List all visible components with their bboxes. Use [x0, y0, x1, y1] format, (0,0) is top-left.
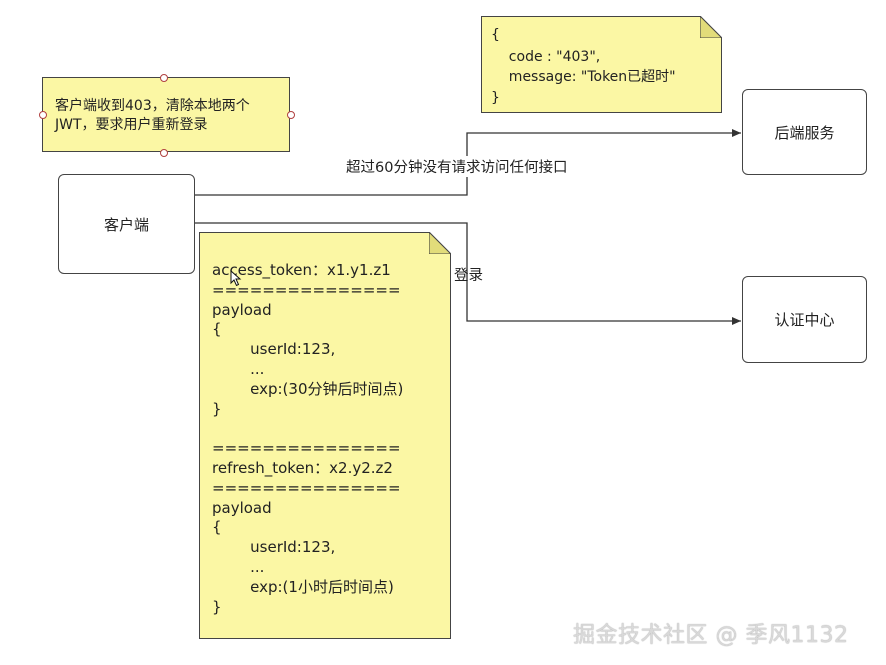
node-label: 后端服务	[774, 123, 835, 142]
token-line: payload	[212, 300, 272, 319]
node-backend[interactable]: 后端服务	[742, 89, 867, 175]
note-line: code : "403",	[491, 49, 601, 65]
token-line: ===============	[212, 280, 401, 299]
token-line: userId:123,	[212, 340, 336, 359]
token-line: ...	[212, 360, 265, 378]
note-tokens: access_token：x1.y1.z1===============payl…	[199, 232, 451, 639]
node-label: 认证中心	[774, 311, 835, 329]
note-fold-icon	[700, 16, 722, 38]
token-line: access_token：x1.y1.z1	[212, 261, 391, 279]
node-label: 客户端	[103, 215, 149, 234]
note-line: 客户端收到403，清除本地两个	[55, 98, 250, 114]
note-error-response: { code : "403", message: "Token已超时" }	[481, 16, 722, 113]
token-line: exp:(30分钟后时间点)	[212, 379, 404, 398]
token-line: }	[212, 597, 222, 616]
note-fold-icon	[429, 232, 451, 254]
note-line: JWT，要求用户重新登录	[55, 117, 208, 133]
selection-handles[interactable]	[38, 73, 295, 157]
token-line: ...	[212, 558, 265, 576]
token-line: {	[212, 518, 222, 537]
token-line: }	[212, 399, 222, 418]
note-client-action: 客户端收到403，清除本地两个 JWT，要求用户重新登录	[39, 74, 295, 157]
edge-client-to-auth	[194, 222, 741, 325]
token-line: ===============	[212, 439, 401, 458]
watermark: 掘金技术社区 @ 季风1132	[573, 623, 849, 648]
edge-label-login: 登录	[454, 268, 483, 284]
token-line: userId:123,	[212, 538, 336, 557]
token-line: ===============	[212, 478, 401, 497]
note-line: message: "Token已超时"	[491, 69, 676, 85]
edge-label-timeout: 超过60分钟没有请求访问任何接口	[344, 156, 570, 177]
token-line: refresh_token：x2.y2.z2	[212, 459, 393, 477]
node-client[interactable]: 客户端	[58, 174, 195, 274]
note-line: }	[491, 90, 500, 106]
token-line: exp:(1小时后时间点)	[212, 577, 394, 596]
token-line: {	[212, 320, 222, 339]
mouse-cursor-icon	[230, 270, 242, 287]
node-auth-center[interactable]: 认证中心	[742, 276, 867, 363]
token-line: payload	[212, 498, 272, 517]
note-line: {	[491, 27, 500, 43]
